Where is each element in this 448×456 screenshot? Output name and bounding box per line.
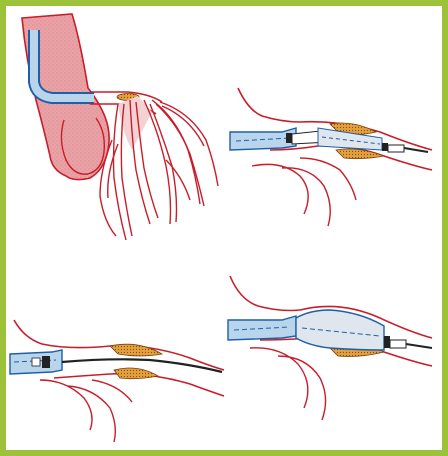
distal-tip bbox=[388, 145, 404, 152]
shaft-marker bbox=[286, 133, 292, 143]
catheter-marker-3 bbox=[42, 356, 50, 368]
distal-marker bbox=[382, 143, 388, 151]
inflated-marker bbox=[384, 336, 390, 348]
catheter-inner-3 bbox=[32, 358, 40, 366]
inflated-tip bbox=[390, 340, 406, 348]
